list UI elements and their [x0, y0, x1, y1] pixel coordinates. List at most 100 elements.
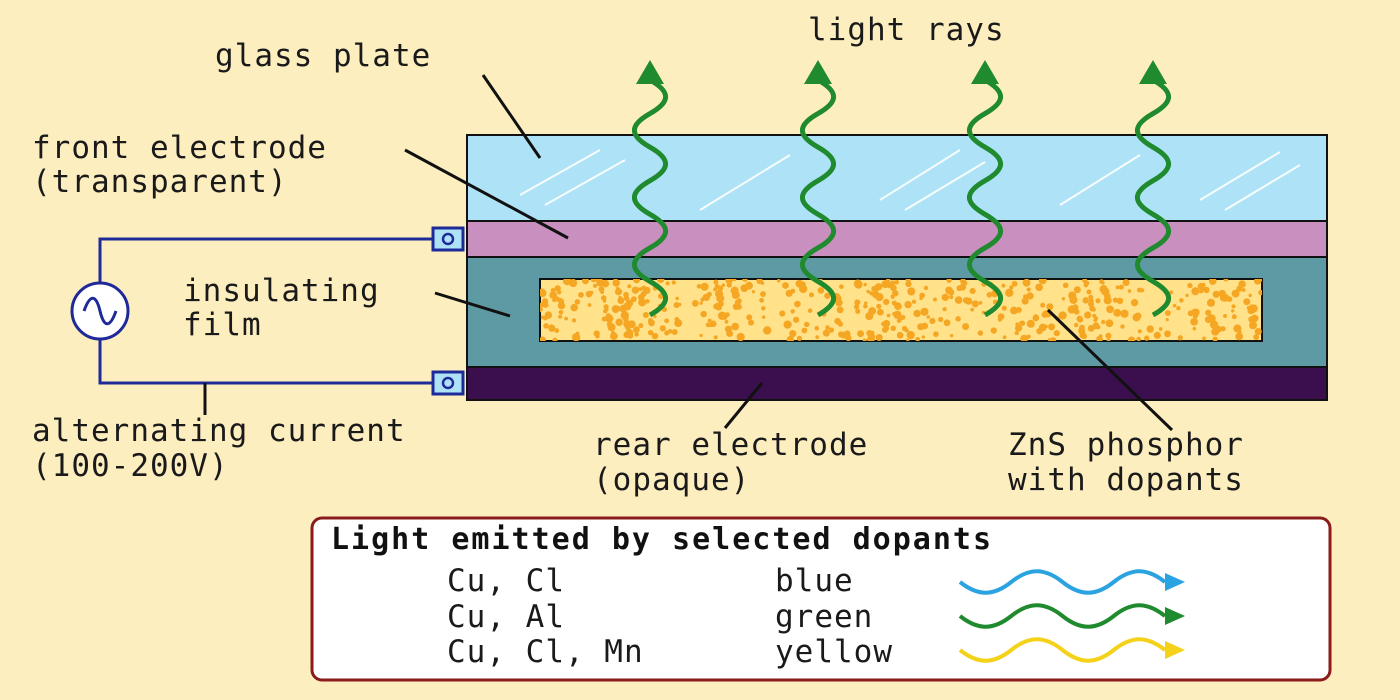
phosphor-dot	[804, 321, 810, 328]
phosphor-dot	[736, 332, 745, 341]
circuit-wire	[98, 237, 433, 385]
phosphor-dot	[1011, 280, 1018, 287]
phosphor-dot	[633, 279, 641, 284]
phosphor-dot	[1204, 315, 1212, 324]
phosphor-dot	[552, 337, 558, 341]
light-ray-arrow-icon	[1139, 60, 1167, 84]
phosphor-dot	[575, 331, 580, 336]
phosphor-dot	[542, 301, 549, 308]
phosphor-dot	[630, 296, 637, 303]
phosphor-dot	[970, 307, 975, 312]
phosphor-dot	[726, 282, 732, 288]
zns-phosphor-leader	[1046, 308, 1174, 432]
phosphor-dot	[717, 285, 724, 292]
phosphor-dot	[1009, 285, 1014, 290]
phosphor-dot	[574, 299, 581, 305]
phosphor-dot	[906, 338, 910, 341]
phosphor-dot	[1158, 327, 1163, 331]
phosphor-dot	[623, 295, 630, 301]
phosphor-dot	[868, 333, 876, 340]
phosphor-dot	[1010, 306, 1018, 315]
phosphor-dot	[904, 300, 912, 309]
legend-waves	[958, 569, 1185, 663]
phosphor-dot	[891, 295, 895, 299]
phosphor-dot	[721, 283, 726, 287]
phosphor-dot	[642, 312, 649, 319]
phosphor-dot	[760, 291, 766, 298]
phosphor-dot	[1177, 335, 1183, 341]
phosphor-dot	[828, 327, 835, 333]
phosphor-dot	[875, 335, 881, 341]
phosphor-dot	[1248, 293, 1252, 298]
phosphor-dot	[869, 291, 874, 296]
light-ray-wave	[631, 77, 669, 318]
phosphor-dot	[700, 310, 707, 318]
phosphor-dot	[956, 285, 963, 292]
phosphor-dot	[724, 319, 729, 324]
phosphor-dot	[837, 321, 844, 327]
phosphor-dot	[799, 284, 808, 294]
phosphor-dot	[706, 291, 712, 297]
phosphor-dot	[677, 302, 682, 307]
phosphor-dot	[548, 324, 556, 332]
phosphor-dot	[779, 310, 786, 317]
phosphor-dot	[732, 303, 740, 310]
phosphor-dot	[990, 327, 997, 334]
phosphor-dot	[836, 306, 844, 314]
phosphor-dot	[1179, 298, 1184, 303]
phosphor-dot	[716, 294, 725, 303]
light-ray-arrow-icon	[971, 60, 999, 84]
glass-glints	[519, 149, 1301, 211]
phosphor-dot	[1241, 288, 1246, 292]
light-ray-wave	[966, 77, 1004, 318]
phosphor-dot	[627, 284, 632, 289]
phosphor-dot	[1020, 334, 1029, 341]
phosphor-dot	[564, 316, 569, 321]
phosphor-dot	[1048, 323, 1056, 331]
phosphor-dot	[790, 309, 795, 314]
phosphor-dot	[659, 325, 666, 332]
phosphor-dot	[960, 279, 967, 285]
phosphor-dot	[862, 338, 867, 341]
phosphor-dot	[962, 324, 967, 330]
phosphor-dot	[705, 322, 711, 328]
phosphor-dot	[611, 305, 620, 313]
phosphor-dot	[1026, 287, 1031, 292]
phosphor-dot	[631, 286, 640, 294]
phosphor-dot	[1105, 332, 1112, 339]
phosphor-dot	[627, 332, 634, 339]
phosphor-dot	[1231, 314, 1237, 320]
phosphor-dot	[1187, 282, 1193, 289]
phosphor-dot	[929, 317, 936, 324]
phosphor-dot	[857, 330, 865, 338]
phosphor-dot	[587, 303, 592, 307]
phosphor-dot	[986, 292, 993, 298]
phosphor-dot	[1185, 293, 1189, 298]
insulating-film-label: insulating	[183, 273, 380, 309]
phosphor-dot	[1040, 302, 1046, 308]
phosphor-dot	[923, 285, 929, 291]
legend-color-2: green	[775, 599, 873, 635]
phosphor-dot	[1127, 336, 1136, 341]
phosphor-dot	[915, 336, 921, 341]
phosphor-dot	[1253, 334, 1260, 340]
phosphor-dot	[1120, 324, 1125, 329]
phosphor-dot	[1190, 317, 1198, 326]
phosphor-dot	[1192, 308, 1200, 317]
phosphor-dot	[592, 283, 598, 288]
phosphor-dot	[1205, 309, 1212, 316]
phosphor-dot	[1026, 319, 1035, 328]
phosphor-dot	[933, 331, 939, 337]
phosphor-dot	[892, 290, 899, 297]
phosphor-dot	[782, 282, 789, 289]
phosphor-dot	[540, 289, 547, 298]
phosphor-dot	[1046, 303, 1054, 311]
phosphor-dot	[726, 330, 734, 338]
phosphor-dot	[1083, 282, 1089, 288]
phosphor-dot	[1099, 279, 1104, 285]
phosphor-dot	[665, 281, 670, 286]
phosphor-dot	[954, 296, 963, 304]
phosphor-dot	[601, 316, 607, 322]
phosphor-dot	[853, 304, 860, 310]
top-terminal-icon	[431, 226, 465, 252]
